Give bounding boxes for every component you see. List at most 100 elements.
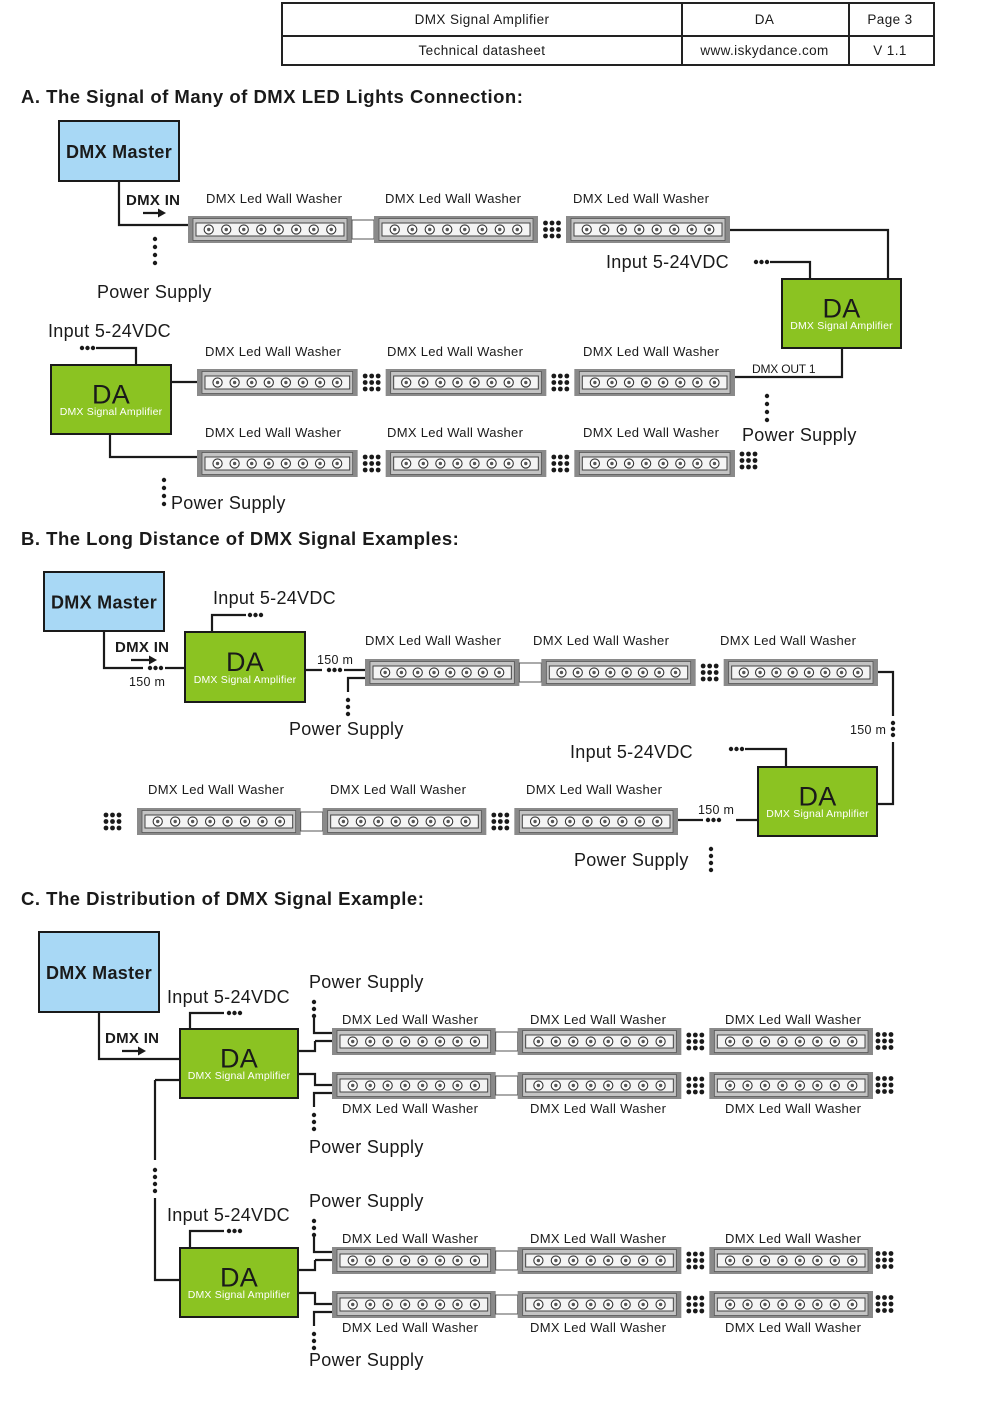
led-core: [589, 1039, 593, 1044]
led-core: [678, 461, 682, 466]
led-core: [592, 670, 596, 675]
led-core: [780, 1258, 785, 1263]
led-core: [644, 461, 648, 466]
led-core: [438, 1258, 442, 1263]
dot: [882, 1257, 887, 1263]
dot: [888, 1082, 894, 1088]
header-page: Page 3: [867, 12, 913, 27]
power-supply-label: Power Supply: [309, 1191, 424, 1211]
dot: [699, 1302, 705, 1307]
led-core: [554, 1083, 558, 1088]
led-core: [368, 1258, 372, 1263]
led-core: [368, 1302, 372, 1307]
washer-label: DMX Led Wall Washer: [530, 1231, 667, 1246]
washer-label: DMX Led Wall Washer: [387, 344, 524, 359]
led-core: [472, 380, 477, 385]
dot: [491, 825, 497, 831]
led-core: [758, 670, 762, 675]
led-core: [780, 1302, 785, 1307]
power-supply-label: Power Supply: [289, 719, 404, 739]
led-core: [385, 1302, 390, 1307]
dot: [103, 819, 109, 824]
dot: [362, 386, 368, 392]
dot: [699, 1251, 705, 1257]
led-core: [507, 461, 511, 466]
dot: [728, 746, 734, 752]
dot: [875, 1251, 881, 1256]
led-core: [428, 227, 432, 232]
dot: [152, 1188, 158, 1194]
led-core: [695, 380, 700, 385]
dot: [875, 1308, 881, 1313]
led-core: [571, 1039, 576, 1044]
dot: [158, 665, 164, 671]
arrow-head: [138, 1046, 146, 1056]
led-core: [637, 227, 641, 232]
input-voltage-label: Input 5-24VDC: [213, 588, 336, 608]
led-core: [833, 1039, 837, 1044]
dot: [705, 817, 711, 823]
led-core: [399, 670, 404, 675]
led-core: [318, 461, 322, 466]
led-core: [489, 461, 494, 466]
led-core: [624, 670, 629, 675]
dot: [686, 1251, 692, 1257]
dot: [711, 817, 716, 823]
led-core: [242, 227, 246, 232]
dot: [564, 380, 570, 385]
led-core: [232, 380, 237, 385]
dot: [551, 467, 557, 473]
led-core: [815, 1258, 820, 1263]
led-core: [446, 819, 450, 824]
dot: [707, 670, 713, 675]
led-core: [156, 819, 160, 824]
washer-lens: [521, 814, 671, 829]
dot: [497, 812, 503, 818]
led-core: [351, 1039, 355, 1044]
dot: [764, 417, 770, 423]
wall-washer: [517, 1028, 682, 1055]
dot: [557, 373, 563, 379]
wall-washer: [541, 659, 696, 686]
wire: [117, 181, 188, 227]
washer-lens: [144, 814, 294, 829]
dot: [557, 386, 563, 392]
led-core: [641, 1258, 645, 1263]
led-core: [301, 380, 305, 385]
dot: [369, 380, 375, 385]
led-core: [215, 380, 220, 385]
dot: [369, 386, 375, 392]
devices: [38, 120, 902, 1318]
led-core: [524, 461, 528, 466]
dot: [882, 1082, 887, 1088]
washer-link: [518, 662, 542, 683]
washer-link: [495, 1075, 519, 1096]
wall-washer: [514, 808, 678, 835]
dot: [564, 467, 570, 473]
dot: [556, 220, 561, 226]
dot: [699, 1045, 705, 1051]
led-core: [728, 1258, 732, 1263]
power-supply-label: Power Supply: [309, 1137, 424, 1157]
dot: [564, 386, 570, 392]
dot: [557, 454, 563, 460]
washer-lens: [339, 1078, 489, 1093]
dot: [311, 1345, 317, 1351]
led-core: [455, 380, 460, 385]
dot: [764, 393, 770, 399]
wire: [153, 1198, 180, 1282]
led-core: [856, 670, 860, 675]
distance-label: 150 m: [698, 803, 734, 817]
led-core: [208, 819, 212, 824]
dot: [764, 401, 770, 407]
washer-lens: [330, 814, 479, 829]
dot: [699, 1089, 705, 1095]
amplifier-box: [184, 631, 306, 703]
washer-lens: [393, 456, 539, 471]
dot: [875, 1032, 881, 1037]
wall-washer: [385, 450, 547, 477]
washer-label: DMX Led Wall Washer: [530, 1320, 667, 1335]
dot: [713, 663, 719, 669]
dot: [551, 454, 557, 460]
led-core: [798, 1039, 802, 1044]
